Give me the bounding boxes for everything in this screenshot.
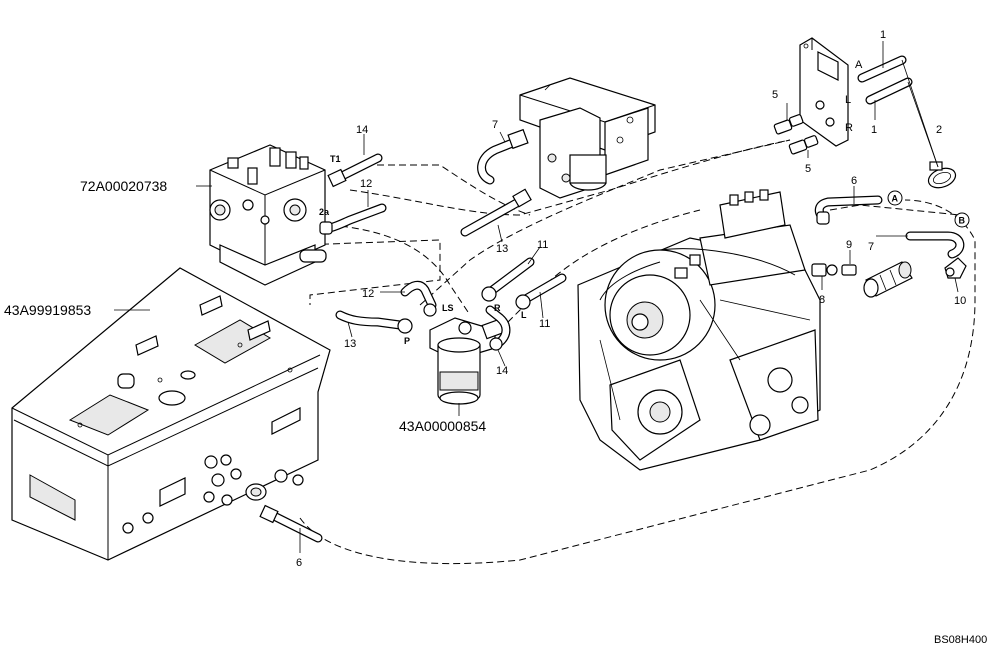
fitting-5-upper <box>773 114 804 135</box>
port-label-r-filter: R <box>494 303 501 313</box>
mounting-bracket-right <box>799 37 849 147</box>
drawing-reference: BS08H400 <box>934 634 987 646</box>
hose-7-right <box>905 231 965 259</box>
swivel-joint <box>863 261 913 298</box>
marker-b-label: B <box>959 216 966 226</box>
connection-marker-a: A <box>887 190 903 206</box>
filter-assembly <box>429 317 505 405</box>
label-tank: 43A99919853 <box>4 302 91 318</box>
hose-6-right <box>814 195 883 225</box>
fitting-5-lower <box>788 135 819 155</box>
port-label-p: P <box>404 336 410 346</box>
callout-12b: 12 <box>362 288 374 300</box>
hose-7-left <box>477 128 529 185</box>
hose-13-lower <box>335 310 413 334</box>
tube-1-upper <box>857 55 907 83</box>
label-filter: 43A00000854 <box>399 418 486 434</box>
port-label-l-filter: L <box>521 310 527 320</box>
fitting-10 <box>944 257 967 279</box>
callout-5a: 5 <box>772 89 778 101</box>
port-label-l-bracket: L <box>845 94 851 106</box>
port-label-ls: LS <box>442 303 454 313</box>
label-valve-block: 72A00020738 <box>80 178 167 194</box>
connection-marker-b: B <box>954 212 970 228</box>
fitting-9 <box>841 264 857 276</box>
port-label-2a: 2a <box>319 207 330 217</box>
hose-6-tank <box>259 504 323 543</box>
hose-11-b <box>515 273 567 310</box>
callout-8: 8 <box>819 294 825 306</box>
hose-14-filter <box>485 305 511 351</box>
callout-14b: 14 <box>496 365 508 377</box>
callout-2: 2 <box>936 124 942 136</box>
leader-lines <box>114 41 959 553</box>
callout-5b: 5 <box>805 163 811 175</box>
hose-13-center <box>460 188 532 237</box>
callout-1b: 1 <box>871 124 877 136</box>
callout-6a: 6 <box>851 175 857 187</box>
transmission <box>577 189 821 471</box>
port-label-t1: T1 <box>330 154 341 164</box>
callout-13b: 13 <box>344 338 356 350</box>
callout-6b: 6 <box>296 557 302 569</box>
callout-7a: 7 <box>492 119 498 131</box>
hose-14-valve <box>327 153 383 188</box>
fitting-8 <box>811 263 838 277</box>
tube-1-lower <box>865 77 913 105</box>
marker-a-label: A <box>892 194 899 204</box>
callout-12a: 12 <box>360 178 372 190</box>
callout-9: 9 <box>846 239 852 251</box>
clamp-2 <box>927 161 957 189</box>
callout-1a: 1 <box>880 29 886 41</box>
hose-12-filter <box>400 280 437 317</box>
callout-13a: 13 <box>496 243 508 255</box>
valve-block <box>209 144 327 286</box>
hydraulic-tank <box>11 267 331 561</box>
callout-11b: 11 <box>539 318 550 330</box>
hose-11-a <box>481 257 535 302</box>
port-label-r-bracket: R <box>845 122 853 134</box>
steering-bracket <box>519 77 656 199</box>
callout-7b: 7 <box>868 241 874 253</box>
callout-10: 10 <box>954 295 966 307</box>
callout-14a: 14 <box>356 124 368 136</box>
hose-12-valve <box>319 203 387 235</box>
callout-11a: 11 <box>537 239 548 251</box>
port-label-a-bracket: A <box>855 59 863 71</box>
